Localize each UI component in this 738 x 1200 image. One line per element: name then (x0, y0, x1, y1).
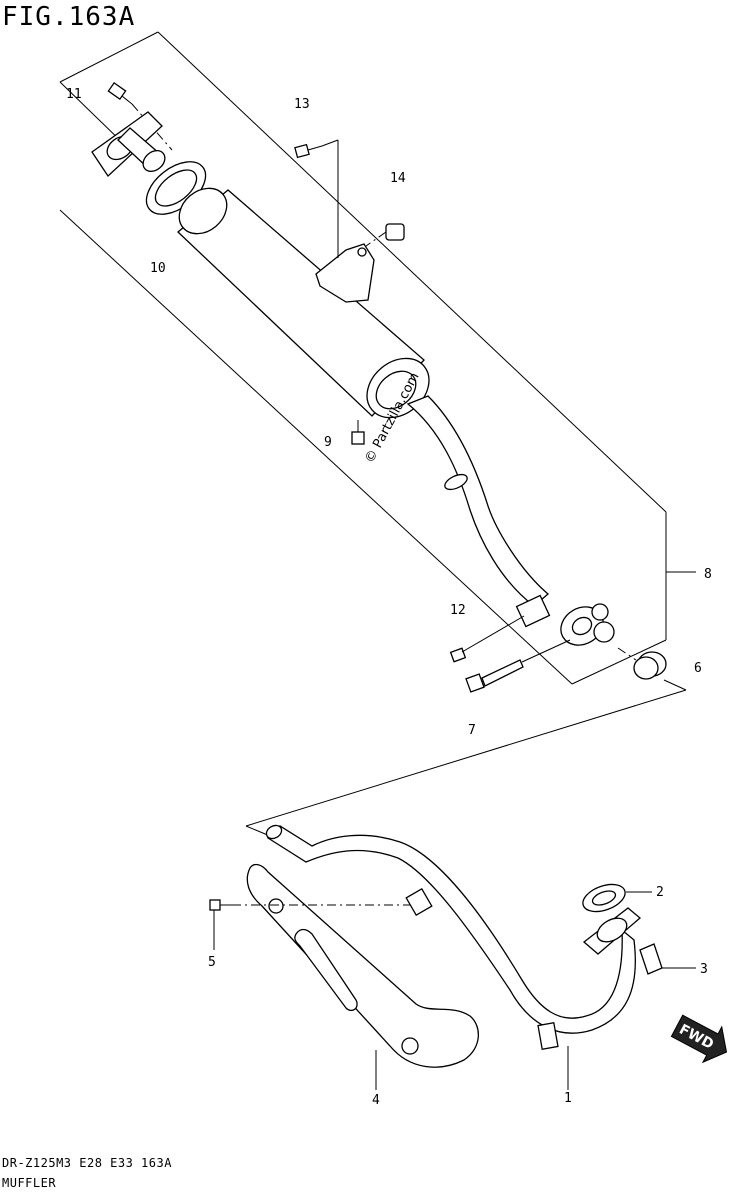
pipe-flange (582, 883, 652, 955)
figure-title: FIG.163A (2, 2, 136, 32)
bolt-part-5 (209, 899, 410, 950)
exhaust-pipe-part-1 (265, 824, 636, 1090)
cushion-part-6 (617, 647, 667, 680)
bolt-part-11 (107, 81, 173, 151)
long-bolt (465, 639, 571, 693)
callout-7: 7 (468, 723, 476, 738)
callout-13: 13 (294, 97, 310, 112)
callout-1: 1 (564, 1091, 572, 1106)
fwd-direction-arrow: FWD (670, 1014, 728, 1064)
pipe-outline (245, 679, 687, 837)
section-name: MUFFLER (2, 1176, 57, 1190)
callout-12: 12 (450, 603, 466, 618)
muffler-bracket (315, 243, 375, 303)
callout-3: 3 (700, 962, 708, 977)
model-line: DR-Z125M3 E28 E33 163A (2, 1156, 172, 1170)
callout-5: 5 (208, 955, 216, 970)
callout-10: 10 (150, 261, 166, 276)
bolt-part-12 (449, 615, 525, 663)
callout-2: 2 (656, 885, 664, 900)
muffler-link-pipe (406, 395, 549, 607)
grommet-part-14 (365, 223, 405, 247)
assembly-outline (59, 31, 696, 685)
callout-11: 11 (66, 87, 82, 102)
callout-8: 8 (704, 567, 712, 582)
bolt-part-13 (294, 139, 339, 258)
tail-pipe-flange (91, 111, 166, 177)
callout-14: 14 (390, 171, 406, 186)
bolt-part-9 (351, 420, 365, 445)
callout-6: 6 (694, 661, 702, 676)
callout-9: 9 (324, 435, 332, 450)
stud-part-3 (639, 943, 696, 975)
pipe-clamp (515, 594, 615, 646)
callout-4: 4 (372, 1093, 380, 1108)
heat-protector-part-4 (246, 863, 479, 1090)
